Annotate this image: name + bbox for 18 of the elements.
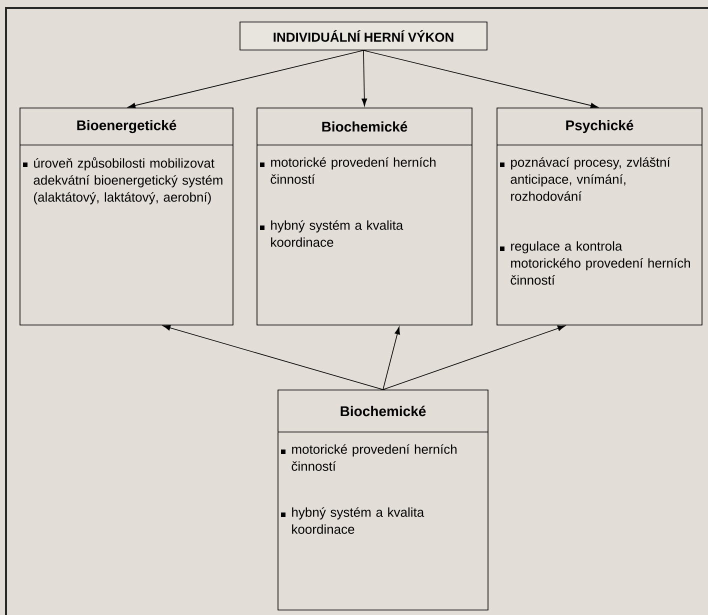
bullet-item: regulace a kontrola motorického provedení herních činností [500,241,690,285]
box-heading: Biochemické [340,406,426,416]
arrow [382,326,400,390]
bullet-item: úroveň způsobilosti mobilizovat adekvátní bioenergetický systém (alaktátový, laktátový, aerobní) [23,157,222,204]
title-box: INDIVIDUÁLNÍ HERNÍ VÝKON [240,22,488,50]
bullet-item: hybný systém a kvalita koordinace [281,507,424,534]
bullet-item: poznávací procesy, zvláštní anticipace, vnímání, rozhodování [500,157,670,201]
box-heading: Biochemické [322,121,408,132]
arrow [363,50,598,108]
bullet-item: motorické provedení herních činností [281,444,457,471]
arrow [362,50,368,106]
bullet-item: hybný systém a kvalita koordinace [260,220,404,247]
arrow [128,50,364,108]
arrow [382,326,566,390]
arrow [162,325,384,390]
box-heading: Psychické [566,120,634,134]
bullet-item: motorické provedení herních činností [260,157,436,184]
box-heading: Bioenergetické [77,120,176,134]
